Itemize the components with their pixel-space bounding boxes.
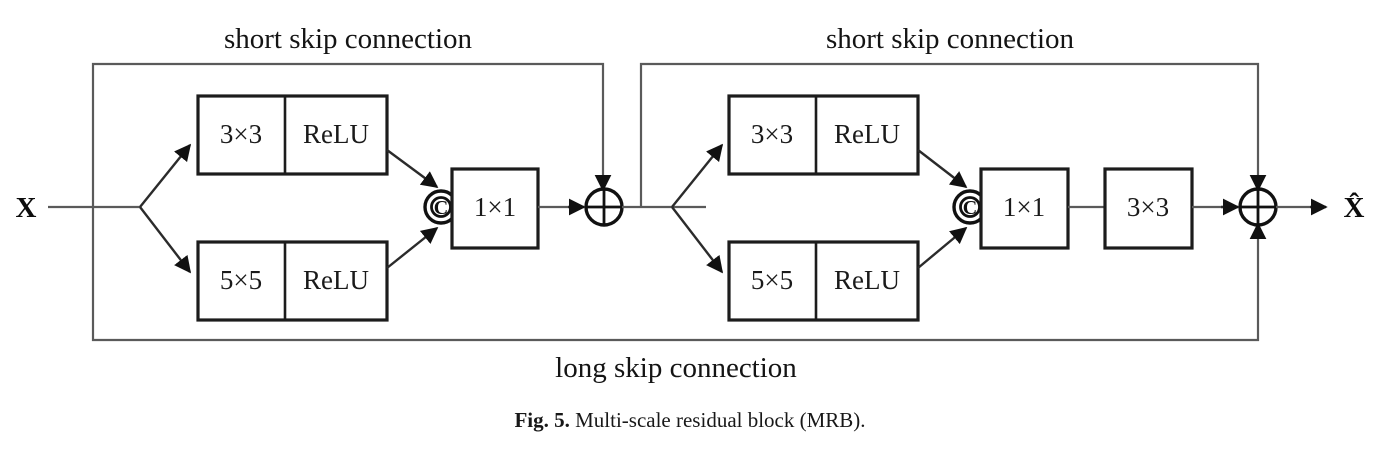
- conv-block-1x1-2[interactable]: 1×1: [979, 167, 1070, 250]
- short-skip-label-2: short skip connection: [826, 23, 1075, 55]
- kernel-label: 3×3: [220, 119, 262, 149]
- add-node-2[interactable]: [1238, 187, 1278, 227]
- concat-glyph: C: [963, 197, 977, 219]
- branch-split-2: [671, 143, 724, 274]
- kernel-label: 5×5: [751, 265, 793, 295]
- conv-block-3x3-relu-2[interactable]: 3×3 ReLU: [727, 94, 920, 176]
- conv-block-5x5-relu-1[interactable]: 5×5 ReLU: [196, 240, 389, 322]
- activation-label: ReLU: [834, 119, 900, 149]
- branch-merge-1: [386, 149, 439, 269]
- branch-merge-2: [917, 149, 968, 269]
- caption-text: Multi-scale residual block (MRB).: [575, 408, 866, 432]
- activation-label: ReLU: [303, 265, 369, 295]
- kernel-label: 1×1: [1003, 192, 1045, 222]
- concat-node-2[interactable]: C: [952, 189, 988, 225]
- add-node-1[interactable]: [584, 187, 624, 227]
- conv-block-3x3-out[interactable]: 3×3: [1103, 167, 1194, 250]
- concat-glyph: C: [434, 197, 448, 219]
- conv-block-1x1-1[interactable]: 1×1: [450, 167, 540, 250]
- figure-caption: Fig. 5. Multi-scale residual block (MRB)…: [0, 408, 1380, 433]
- kernel-label: 1×1: [474, 192, 516, 222]
- conv-block-5x5-relu-2[interactable]: 5×5 ReLU: [727, 240, 920, 322]
- kernel-label: 3×3: [751, 119, 793, 149]
- short-skip-label-1: short skip connection: [224, 23, 473, 55]
- output-label: X̂: [1344, 192, 1365, 224]
- activation-label: ReLU: [834, 265, 900, 295]
- long-skip-label: long skip connection: [555, 352, 797, 384]
- kernel-label: 5×5: [220, 265, 262, 295]
- caption-label: Fig. 5.: [514, 408, 570, 432]
- input-label: X: [16, 192, 37, 224]
- activation-label: ReLU: [303, 119, 369, 149]
- conv-block-3x3-relu-1[interactable]: 3×3 ReLU: [196, 94, 389, 176]
- kernel-label: 3×3: [1127, 192, 1169, 222]
- branch-split-1: [139, 143, 192, 274]
